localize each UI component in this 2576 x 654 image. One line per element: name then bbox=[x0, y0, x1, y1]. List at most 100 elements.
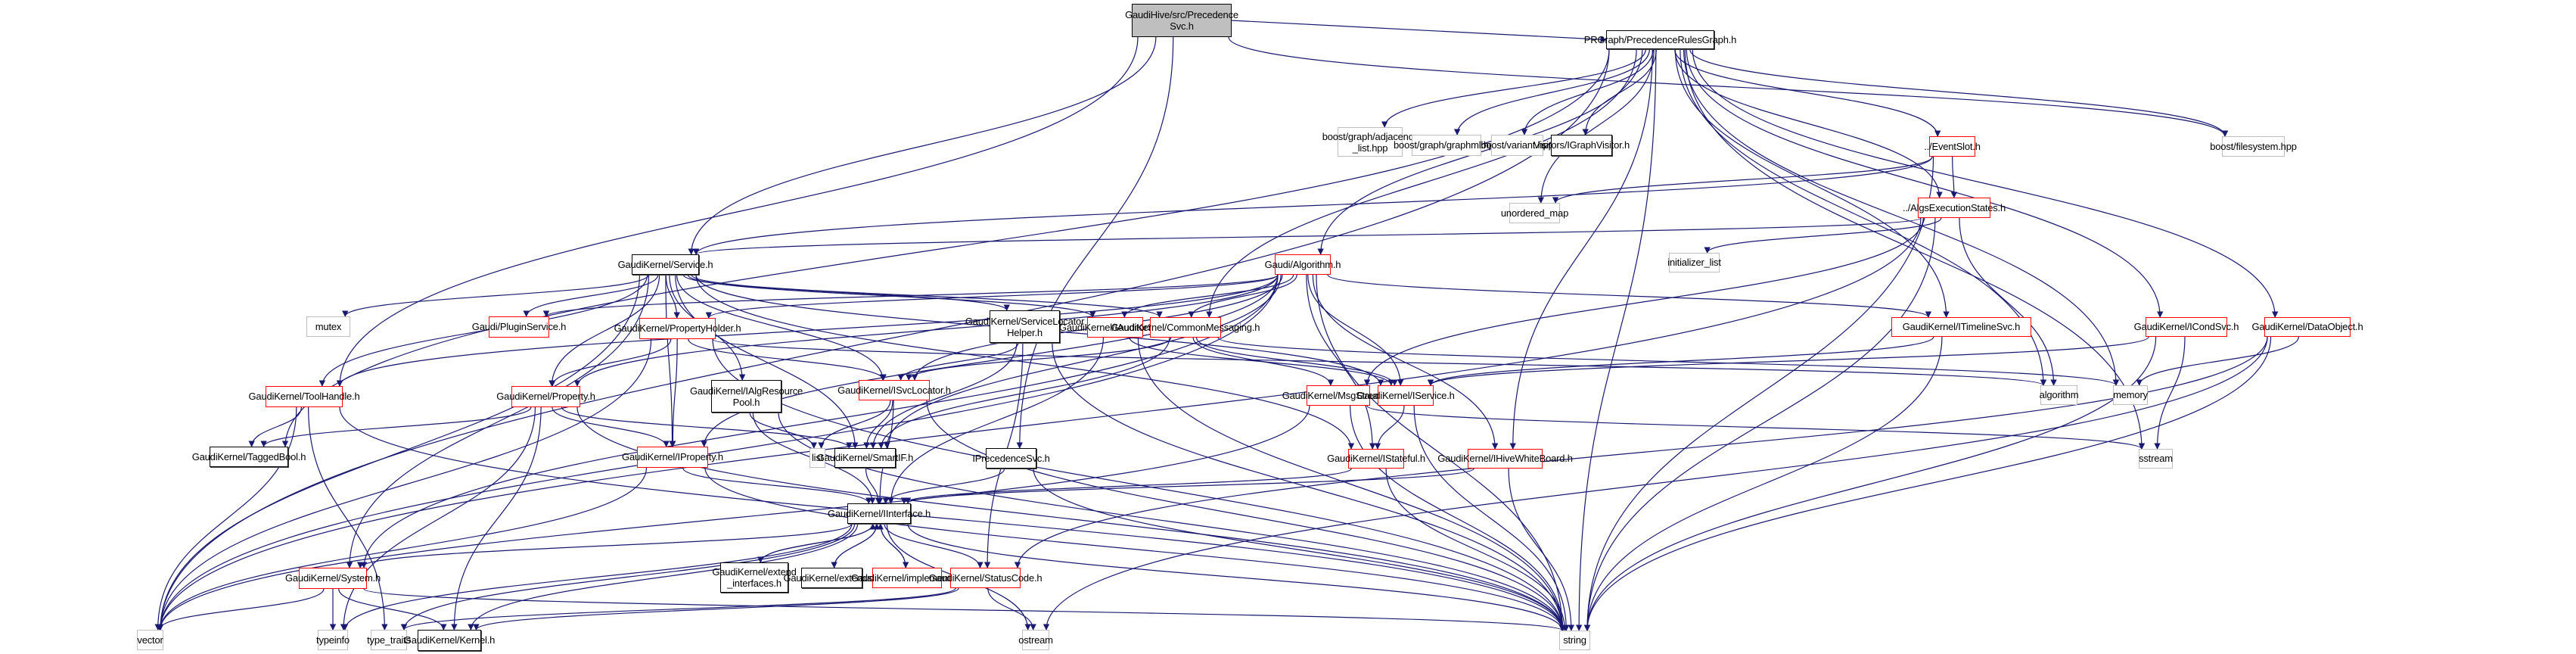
edge-eventslot-to-algsexec bbox=[1950, 156, 1958, 198]
edge-istateful-to-iinterface bbox=[900, 468, 1352, 504]
node-smartif[interactable]: GaudiKernel/SmartIF.h bbox=[817, 448, 913, 468]
edge-algorithm_h-to-iauditorsvc bbox=[1121, 274, 1294, 318]
edge-service-to-mutex bbox=[342, 274, 649, 317]
edge-propertyholder-to-vector bbox=[157, 338, 652, 631]
edge-system-to-string bbox=[363, 588, 1565, 631]
edge-prgraph-to-filesystem bbox=[1689, 48, 2229, 137]
edge-iinterface-to-statuscode bbox=[884, 523, 983, 568]
node-property[interactable]: GaudiKernel/Property.h bbox=[496, 386, 595, 407]
edge-service-to-system bbox=[346, 274, 650, 568]
node-prgraph[interactable]: PRGraph/PrecedenceRulesGraph.h bbox=[1584, 30, 1736, 49]
edge-algsexec-to-msgstream bbox=[1363, 217, 1924, 386]
node-adjlist: boost/graph/adjacency _list.hpp bbox=[1322, 127, 1419, 157]
edge-algorithm_h-to-itimelinesvc bbox=[1327, 274, 1931, 318]
node-filesystem: boost/filesystem.hpp bbox=[2210, 136, 2297, 157]
edge-prgraph-to-commonmessaging bbox=[1206, 48, 1637, 318]
edge-ialgrespool-to-string bbox=[778, 412, 1566, 631]
node-initializer-list: initializer_list bbox=[1667, 253, 1721, 272]
node-string: string bbox=[1559, 631, 1590, 650]
node-toolhandle[interactable]: GaudiKernel/ToolHandle.h bbox=[249, 386, 360, 407]
edge-dataobject-to-memory bbox=[2136, 336, 2299, 386]
edge-ihivewhiteboard-to-iinterface bbox=[905, 468, 1474, 504]
node-extends[interactable]: GaudiKernel/extends.h bbox=[783, 568, 881, 588]
edge-implements-to-iinterface bbox=[877, 523, 906, 568]
edge-system-to-vector bbox=[156, 588, 325, 631]
edge-prgraph-to-adjlist bbox=[1381, 48, 1646, 128]
edge-dataobject-to-string bbox=[1583, 336, 2272, 631]
node-commonmessaging[interactable]: GaudiKernel/CommonMessaging.h bbox=[1111, 317, 1260, 338]
node-igraphvisitor[interactable]: Visitors/IGraphVisitor.h bbox=[1533, 135, 1630, 156]
edge-algsexec-to-string bbox=[1583, 217, 1936, 631]
edge-algsexec-to-initializer_list bbox=[1704, 217, 1942, 254]
node-dataobject[interactable]: GaudiKernel/DataObject.h bbox=[2252, 317, 2363, 337]
node-eventslot[interactable]: ../EventSlot.h bbox=[1924, 136, 1981, 157]
edge-property-to-smartif bbox=[561, 406, 853, 449]
node-taggedbool[interactable]: GaudiKernel/TaggedBool.h bbox=[192, 447, 306, 467]
edge-service-to-propertyholder bbox=[665, 274, 680, 319]
edge-property-to-typeinfo bbox=[340, 406, 536, 631]
edge-algsexec-to-algorithm bbox=[1959, 217, 2057, 386]
edge-statuscode-to-ostream bbox=[987, 587, 1036, 631]
node-propertyholder[interactable]: GaudiKernel/PropertyHolder.h bbox=[614, 318, 741, 339]
edge-algorithm_h-to-toolhandle bbox=[336, 274, 1279, 387]
node-algorithm-h[interactable]: Gaudi/Algorithm.h bbox=[1265, 254, 1341, 275]
edge-iauditorsvc-to-iinterface bbox=[887, 337, 1104, 504]
node-isvclocator[interactable]: GaudiKernel/ISvcLocator.h bbox=[837, 380, 951, 400]
node-kernel[interactable]: GaudiKernel/Kernel.h bbox=[404, 630, 495, 651]
node-type-traits: type_traits bbox=[367, 630, 411, 650]
edge-icondsvc-to-iservice bbox=[1428, 336, 2149, 386]
edge-toolhandle-to-type_traits bbox=[308, 406, 388, 631]
edge-service-to-pluginservice bbox=[523, 274, 659, 317]
node-pluginservice[interactable]: Gaudi/PluginService.h bbox=[472, 316, 566, 338]
edge-prgraph-to-algsexec bbox=[1674, 48, 1943, 198]
node-iprecedencesvc[interactable]: IPrecedenceSvc.h bbox=[972, 448, 1050, 469]
node-algsexec[interactable]: ../AlgsExecutionStates.h bbox=[1903, 198, 2006, 218]
edge-algorithm_h-to-vector bbox=[157, 274, 1279, 631]
edge-iinterface-to-string bbox=[907, 523, 1566, 631]
edge-commonmessaging-to-iservice bbox=[1195, 337, 1398, 386]
node-itimelinesvc[interactable]: GaudiKernel/ITimelineSvc.h bbox=[1891, 317, 2031, 337]
node-iinterface[interactable]: GaudiKernel/IInterface.h bbox=[828, 503, 931, 524]
node-extend-interfaces[interactable]: GaudiKernel/extend _interfaces.h bbox=[712, 562, 797, 593]
node-system[interactable]: GaudiKernel/System.h bbox=[285, 568, 381, 589]
edge-commonmessaging-to-smartif bbox=[878, 337, 1170, 449]
node-statuscode[interactable]: GaudiKernel/StatusCode.h bbox=[929, 568, 1043, 588]
edge-service-to-istateful bbox=[695, 274, 1355, 450]
edge-commonmessaging-to-isvclocator bbox=[906, 337, 1172, 381]
edge-eventslot-to-service bbox=[692, 156, 1933, 255]
edge-prgraph-to-igraphvisitor bbox=[1582, 48, 1657, 135]
edge-root-to-iprecedencesvc bbox=[1016, 36, 1174, 449]
edge-msgstream-to-string bbox=[1350, 405, 1567, 631]
edge-isvclocator-to-smartif bbox=[863, 400, 893, 449]
edge-prgraph-to-unordered_map bbox=[1537, 48, 1655, 204]
node-ialgrespool[interactable]: GaudiKernel/IAlgResource Pool.h bbox=[690, 380, 803, 413]
edge-propertyholder-to-property bbox=[549, 338, 672, 387]
edge-iproperty-to-vector bbox=[157, 467, 648, 631]
edge-prgraph-to-string bbox=[1575, 48, 1657, 631]
edge-toolhandle-to-string bbox=[339, 406, 1566, 631]
node-iproperty[interactable]: GaudiKernel/IProperty.h bbox=[622, 447, 723, 468]
edge-algsexec-to-vector bbox=[157, 217, 1922, 631]
node-iservice[interactable]: GaudiKernel/IService.h bbox=[1356, 385, 1455, 406]
edge-iinterface-to-kernel bbox=[468, 523, 859, 631]
node-vector: vector bbox=[137, 630, 163, 650]
edge-algorithm_h-to-ihivewhiteboard bbox=[1312, 274, 1499, 450]
node-icondsvc[interactable]: GaudiKernel/ICondSvc.h bbox=[2134, 317, 2239, 337]
node-msgstream[interactable]: GaudiKernel/MsgStream.h bbox=[1282, 385, 1394, 406]
edge-commonmessaging-to-msgstream bbox=[1192, 337, 1335, 386]
edge-prgraph-to-dataobject bbox=[1692, 48, 2279, 318]
node-svclocatorhelper[interactable]: GaudiKernel/ServiceLocator Helper.h bbox=[965, 310, 1084, 343]
edge-itimelinesvc-to-iservice bbox=[1427, 336, 1934, 386]
node-service[interactable]: GaudiKernel/Service.h bbox=[618, 254, 713, 275]
node-implements[interactable]: GaudiKernel/implements.h bbox=[851, 568, 963, 588]
edge-prgraph-to-eventslot bbox=[1674, 48, 1941, 137]
edge-toolhandle-to-vector bbox=[154, 406, 297, 631]
edge-property-to-iproperty bbox=[552, 406, 670, 447]
node-ihivewhiteboard[interactable]: GaudiKernel/IHiveWhiteBoard.h bbox=[1437, 449, 1573, 469]
node-istateful[interactable]: GaudiKernel/IStateful.h bbox=[1327, 449, 1425, 469]
node-list: list bbox=[809, 448, 825, 468]
edge-itimelinesvc-to-string bbox=[1583, 336, 1943, 631]
edge-iprecedencesvc-to-string bbox=[1033, 468, 1566, 631]
edge-iservice-to-string bbox=[1413, 405, 1570, 631]
